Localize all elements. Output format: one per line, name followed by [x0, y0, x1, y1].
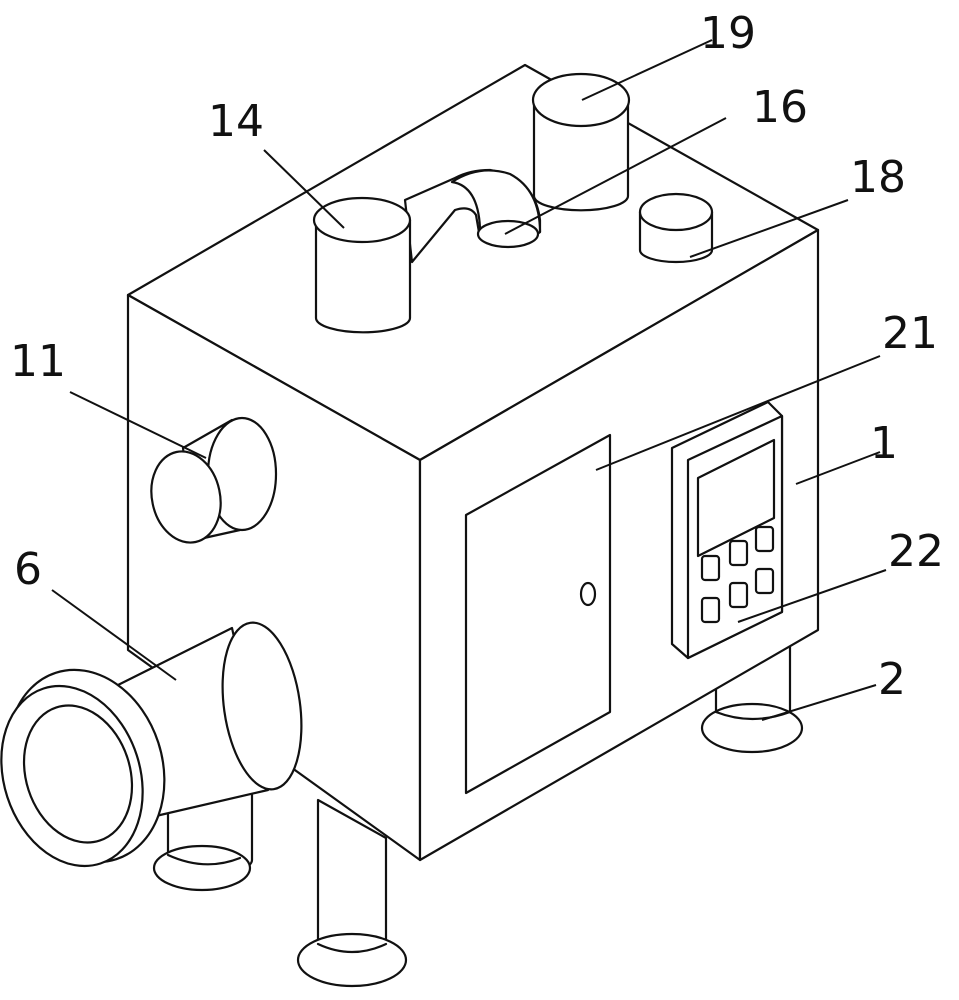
label-11: 11 — [10, 336, 66, 387]
cylinder-19 — [533, 74, 629, 210]
label-19: 19 — [700, 8, 756, 59]
label-22: 22 — [888, 526, 944, 577]
label-16: 16 — [752, 82, 808, 133]
label-18: 18 — [850, 152, 906, 203]
door-knob — [581, 583, 595, 605]
label-6: 6 — [14, 544, 42, 595]
label-21: 21 — [882, 308, 938, 359]
cylinder-14 — [314, 198, 410, 332]
cylinder-18 — [640, 194, 712, 262]
label-2: 2 — [878, 654, 906, 705]
label-1: 1 — [870, 418, 898, 469]
label-14: 14 — [208, 96, 264, 147]
control-panel-22 — [672, 402, 782, 658]
